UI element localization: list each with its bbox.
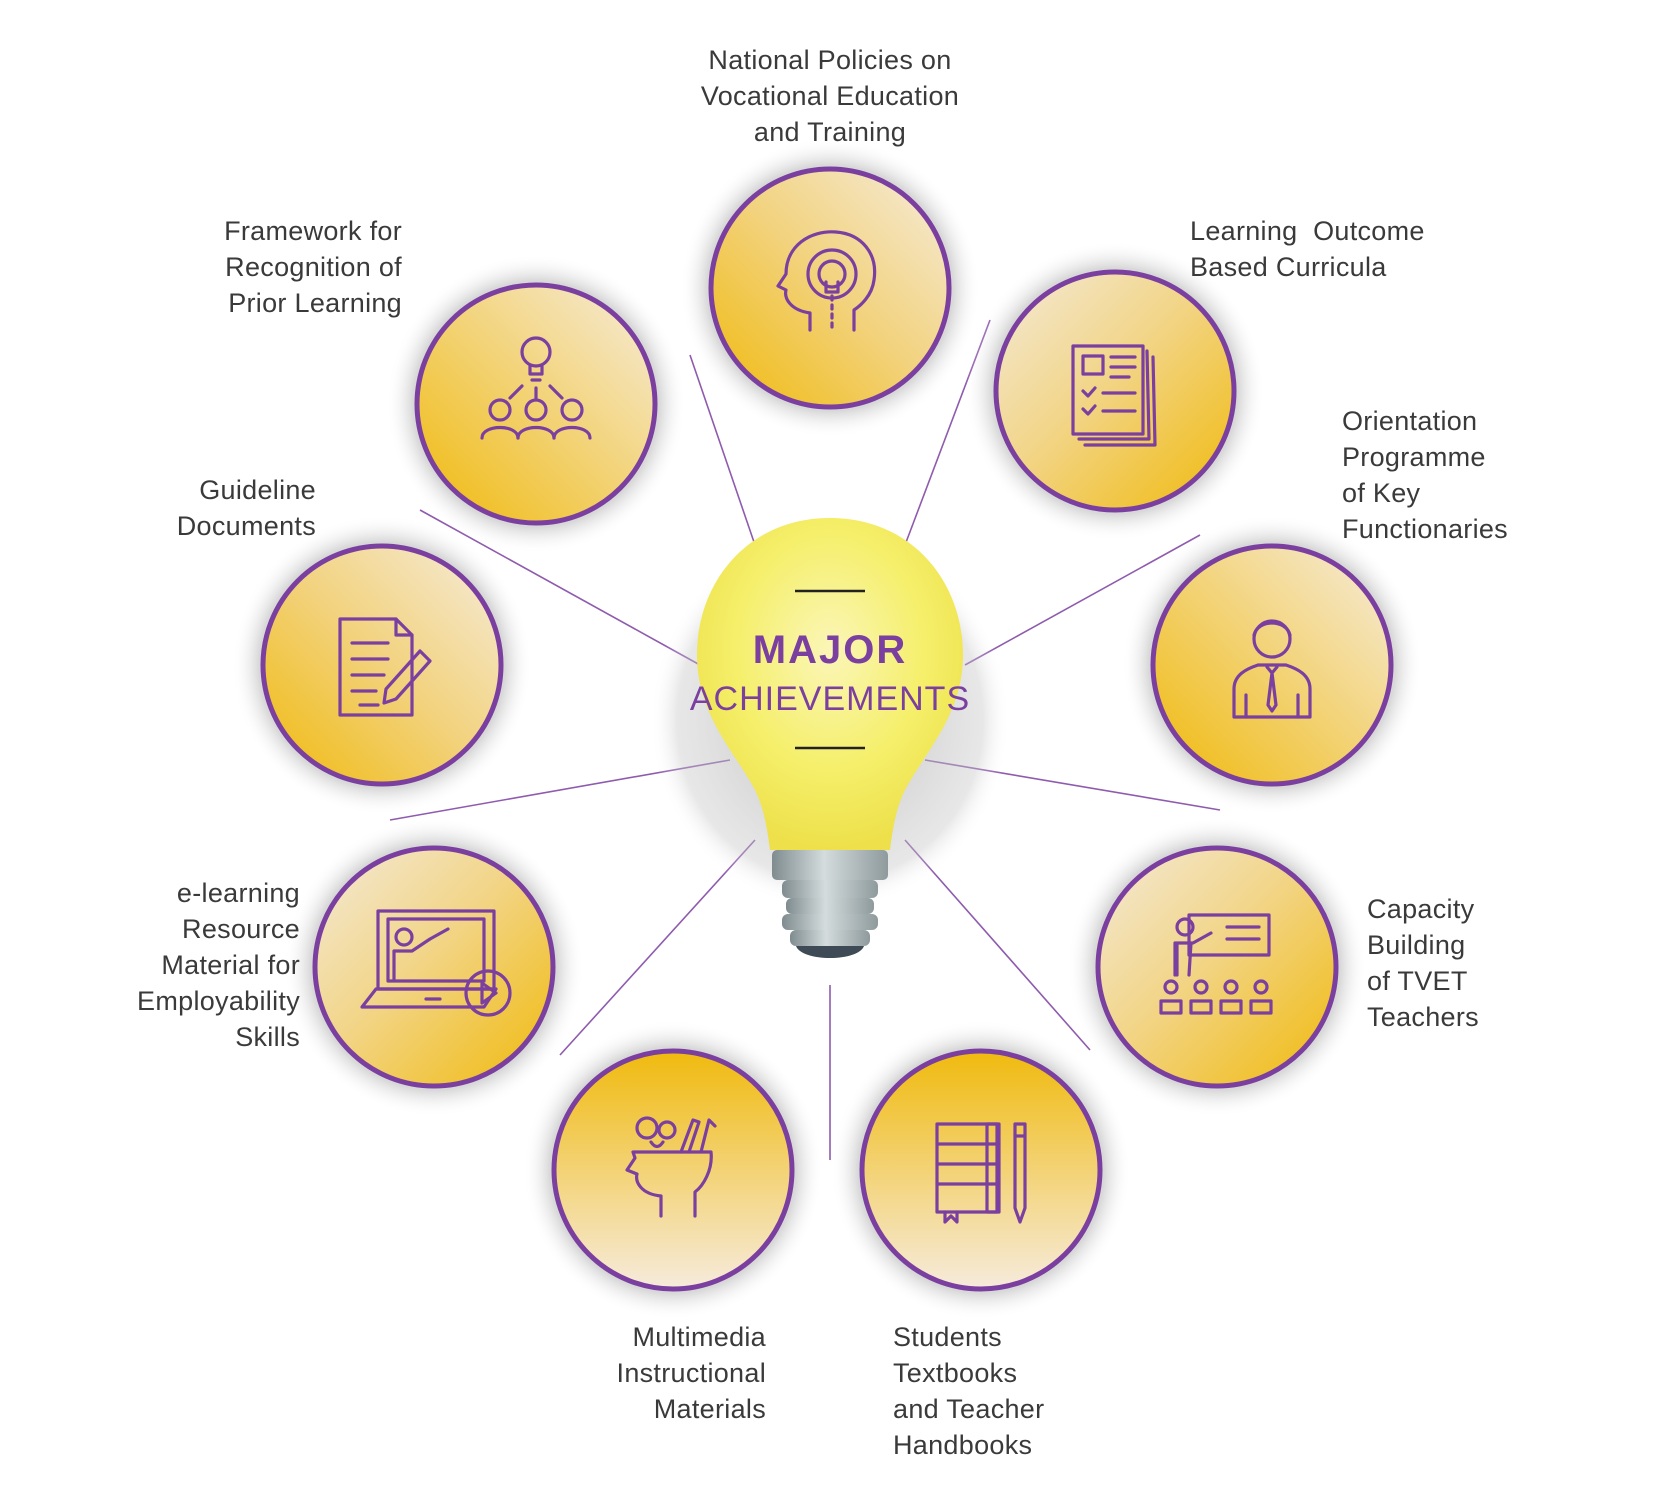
bulb-glass bbox=[697, 518, 963, 850]
node-multimedia bbox=[523, 1020, 823, 1320]
node-capacity-building bbox=[1067, 817, 1367, 1117]
checklist-documents-icon bbox=[1071, 344, 1157, 447]
connector-line bbox=[559, 839, 756, 1056]
label-framework: Framework for Recognition of Prior Learn… bbox=[224, 216, 402, 318]
label-capacity-building: Capacity Building of TVET Teachers bbox=[1367, 894, 1479, 1032]
node-guideline bbox=[232, 515, 532, 815]
connector-line bbox=[904, 839, 1091, 1051]
center-title-bold: MAJOR bbox=[753, 628, 907, 672]
central-bulb: MAJOR ACHIEVEMENTS bbox=[650, 518, 1010, 958]
label-orientation: Orientation Programme of Key Functionari… bbox=[1342, 406, 1508, 544]
node-circles bbox=[232, 138, 1422, 1320]
head-gear-bulb-icon bbox=[776, 230, 877, 332]
label-national-policies: National Policies on Vocational Educatio… bbox=[700, 45, 960, 147]
head-creative-tools-icon bbox=[625, 1116, 717, 1218]
label-multimedia: Multimedia Instructional Materials bbox=[616, 1322, 766, 1424]
node-learning-outcome bbox=[965, 241, 1265, 541]
label-e-learning: e-learning Resource Material for Employa… bbox=[137, 878, 300, 1052]
notebook-pencil-icon bbox=[935, 1122, 1027, 1224]
label-students-textbooks: Students Textbooks and Teacher Handbooks bbox=[893, 1322, 1045, 1460]
businessman-icon bbox=[1232, 619, 1312, 719]
label-guideline: Guideline Documents bbox=[176, 475, 316, 541]
teacher-presentation-icon bbox=[1159, 913, 1273, 1015]
connector-line bbox=[964, 534, 1201, 666]
connector-line bbox=[689, 354, 756, 546]
label-learning-outcome: Learning Outcome Based Curricula bbox=[1190, 216, 1425, 282]
laptop-video-lesson-icon bbox=[360, 909, 512, 1017]
node-framework bbox=[386, 254, 686, 554]
node-students-textbooks bbox=[831, 1020, 1131, 1320]
bulb-collar bbox=[772, 850, 888, 880]
document-pen-icon bbox=[338, 617, 432, 717]
idea-team-icon bbox=[480, 336, 592, 440]
center-title-light: ACHIEVEMENTS bbox=[690, 680, 970, 718]
node-e-learning bbox=[284, 817, 584, 1117]
bulb-screw-base bbox=[782, 880, 878, 958]
